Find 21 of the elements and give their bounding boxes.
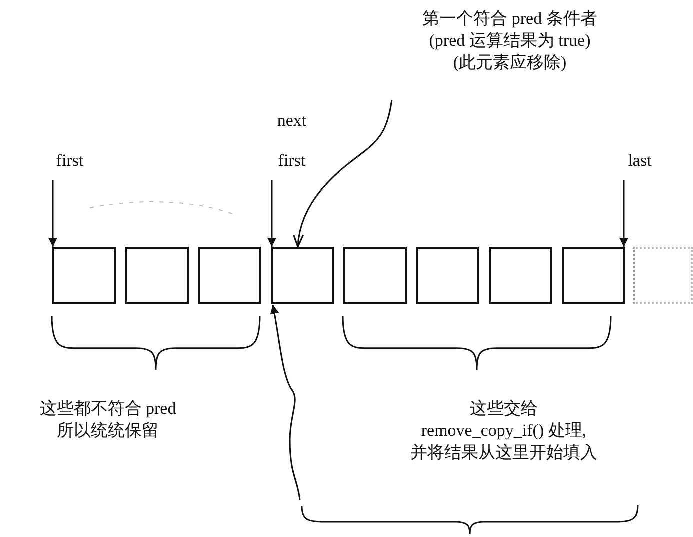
annotation-text: 这些都不符合 pred 所以统统保留 xyxy=(28,398,188,448)
array-cell xyxy=(125,247,189,304)
iterator-label: first xyxy=(40,150,100,174)
array-cell xyxy=(52,247,116,304)
arrow xyxy=(620,180,628,247)
arrow xyxy=(294,100,393,248)
iterator-label: next xyxy=(262,110,322,134)
array-cell xyxy=(562,247,625,304)
arrow xyxy=(270,304,301,500)
iterator-label: first xyxy=(262,150,322,174)
array-cell xyxy=(198,247,261,304)
array-cell xyxy=(489,247,552,304)
array-cell xyxy=(271,247,334,304)
annotation-text: 这些交给 remove_copy_if() 处理, 并将结果从这里开始填入 xyxy=(410,398,598,464)
array-cell xyxy=(343,247,407,304)
arrow xyxy=(48,180,58,247)
faded-box xyxy=(633,247,693,304)
array-cell xyxy=(416,247,479,304)
iterator-label: last xyxy=(612,150,668,174)
annotation-text: 第一个符合 pred 条件者 (pred 运算结果为 true) (此元素应移除) xyxy=(405,8,615,96)
arrow xyxy=(268,180,276,247)
